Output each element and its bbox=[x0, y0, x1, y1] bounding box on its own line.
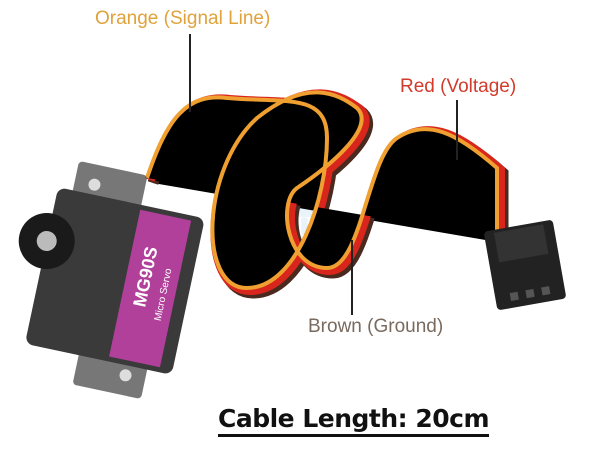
voltage-label: Red (Voltage) bbox=[400, 76, 517, 97]
ground-label: Brown (Ground) bbox=[308, 316, 444, 337]
cable-length-caption: Cable Length: 20cm bbox=[218, 404, 490, 437]
signal-label: Orange (Signal Line) bbox=[95, 8, 271, 29]
servo-body: MG90S Micro Servo bbox=[18, 161, 204, 399]
connector bbox=[484, 220, 566, 310]
